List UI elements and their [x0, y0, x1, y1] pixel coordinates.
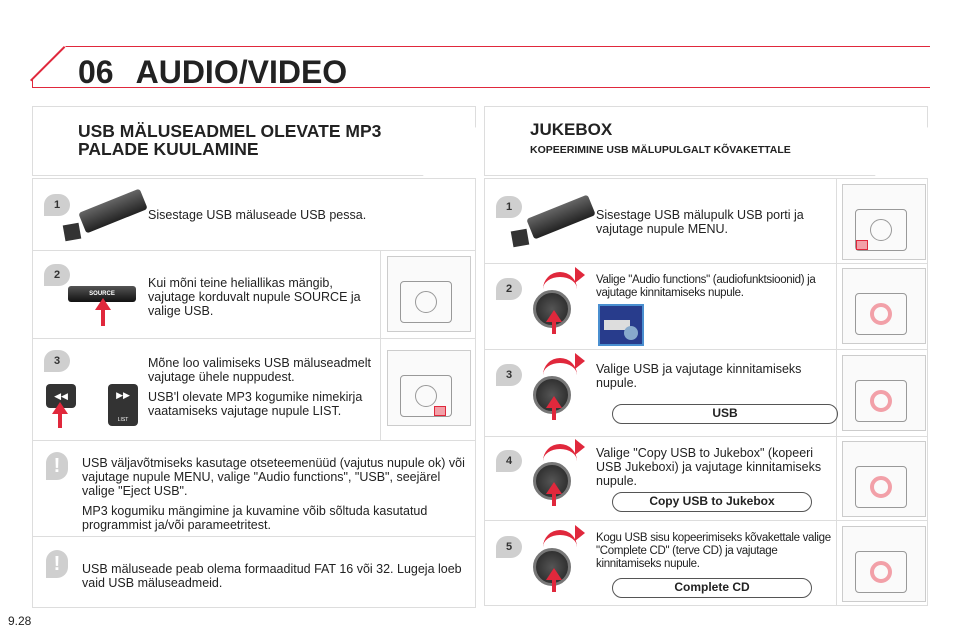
note-text: USB mäluseade peab olema formaaditud FAT… — [82, 562, 462, 590]
step-badge: 2 — [44, 264, 70, 286]
rotate-arrow-icon — [543, 353, 585, 376]
menu-option-complete-cd[interactable]: Complete CD — [612, 578, 812, 598]
step-text: Valige "Copy USB to Jukebox" (kopeeri US… — [596, 446, 822, 488]
next-list-button-icon: ▶▶LIST — [108, 384, 138, 426]
step-badge: 2 — [496, 278, 522, 300]
warning-icon: ! — [46, 550, 68, 578]
usb-cap-icon — [62, 222, 82, 242]
right-section-subtitle: KOPEERIMINE USB MÄLUPULGALT KÕVAKETTALE — [530, 144, 791, 156]
right-section-title: JUKEBOX — [530, 120, 613, 139]
step-badge: 1 — [44, 194, 70, 216]
step-text: Kui mõni teine heliallikas mängib, vajut… — [148, 276, 361, 318]
source-button: SOURCE — [68, 286, 136, 302]
radio-panel-image — [842, 526, 926, 602]
step-text: Sisestage USB mälupulk USB porti ja vaju… — [596, 208, 804, 236]
press-arrow-icon — [546, 310, 562, 322]
audio-functions-icon — [598, 304, 644, 346]
step-badge: 5 — [496, 536, 522, 558]
press-arrow-icon — [546, 396, 562, 408]
radio-panel-image — [842, 355, 926, 431]
step-badge: 3 — [44, 350, 70, 372]
left-steps-box — [32, 178, 476, 608]
right-section-header — [484, 106, 928, 176]
step-text: Valige USB ja vajutage kinnitamiseks nup… — [596, 362, 802, 390]
step-badge: 4 — [496, 450, 522, 472]
menu-option-usb[interactable]: USB — [612, 404, 838, 424]
note-text: USB väljavõtmiseks kasutage otseteemenüü… — [82, 456, 465, 532]
radio-panel-image — [387, 350, 471, 426]
usb-cap-icon — [510, 228, 530, 248]
step-badge: 3 — [496, 364, 522, 386]
press-arrow-icon — [546, 568, 562, 580]
step-badge: 1 — [496, 196, 522, 218]
step-text: Kogu USB sisu kopeerimiseks kõvakettale … — [596, 532, 831, 570]
menu-option-copy-usb-to-jukebox[interactable]: Copy USB to Jukebox — [612, 492, 812, 512]
press-arrow-icon — [546, 482, 562, 494]
warning-icon: ! — [46, 452, 68, 480]
radio-panel-image — [387, 256, 471, 332]
step-text: Sisestage USB mäluseade USB pessa. — [148, 208, 367, 222]
rotate-arrow-icon — [543, 439, 585, 462]
radio-panel-image — [842, 184, 926, 260]
step-text: Valige "Audio functions" (audiofunktsioo… — [596, 274, 816, 299]
press-arrow-icon — [52, 402, 68, 414]
page-number: 9.28 — [8, 614, 32, 628]
right-steps-box — [484, 178, 928, 606]
radio-panel-image — [842, 441, 926, 517]
rotate-arrow-icon — [543, 525, 585, 548]
rotate-arrow-icon — [543, 267, 585, 290]
step-text: Mõne loo valimiseks USB mäluseadmelt vaj… — [148, 356, 372, 418]
radio-panel-image — [842, 268, 926, 344]
press-arrow-icon — [95, 298, 111, 310]
